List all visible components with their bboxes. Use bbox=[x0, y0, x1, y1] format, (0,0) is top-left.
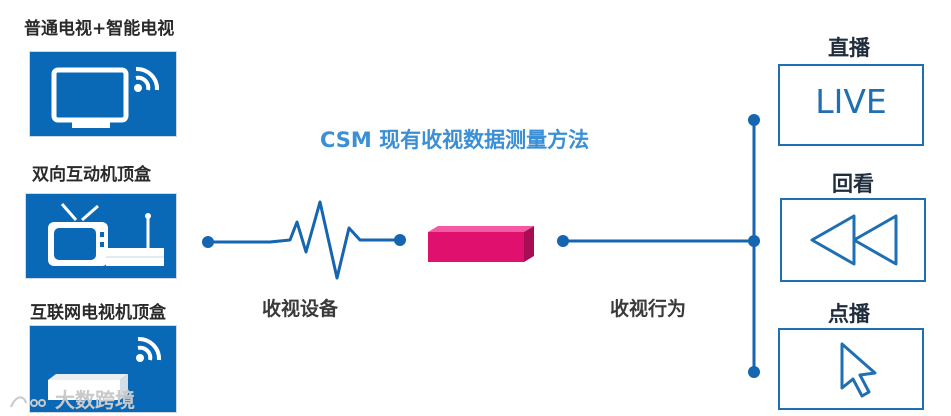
bus-node-top bbox=[748, 114, 760, 126]
behavior-label-vod: 点播 bbox=[828, 302, 870, 326]
bus-node-bottom bbox=[748, 366, 760, 378]
device-label-ott: 互联网电视机顶盒 bbox=[30, 303, 166, 323]
behavior-vod-box bbox=[778, 328, 924, 410]
cursor-icon bbox=[840, 342, 877, 398]
ott-box-wifi-icon bbox=[48, 337, 161, 400]
device-label-tv: 普通电视+智能电视 bbox=[24, 19, 175, 39]
flow-node-start bbox=[202, 236, 214, 248]
watermark: 大数跨境 bbox=[8, 384, 135, 413]
flow-label-behavior: 收视行为 bbox=[610, 298, 687, 320]
live-text: LIVE bbox=[815, 82, 887, 121]
tv-settop-box-icon bbox=[48, 203, 164, 266]
flow-node-wave-end bbox=[394, 234, 406, 246]
device-settop-box bbox=[26, 194, 176, 278]
device-tv-box bbox=[30, 52, 176, 136]
device-ott-box bbox=[30, 326, 176, 412]
flow-node-output bbox=[557, 235, 569, 247]
watermark-text: 大数跨境 bbox=[54, 388, 135, 412]
meter-device-icon bbox=[428, 226, 534, 262]
signal-wave bbox=[208, 200, 400, 280]
behavior-live-box: LIVE bbox=[778, 64, 924, 146]
behavior-label-live: 直播 bbox=[828, 36, 870, 60]
flow-label-device: 收视设备 bbox=[262, 298, 339, 320]
diagram-title: CSM 现有收视数据测量方法 bbox=[320, 128, 590, 152]
rewind-icon bbox=[810, 214, 898, 266]
behavior-label-replay: 回看 bbox=[832, 172, 874, 196]
tv-wifi-icon bbox=[51, 67, 159, 128]
watermark-logo-icon bbox=[10, 396, 46, 407]
device-label-settop: 双向互动机顶盒 bbox=[32, 165, 151, 185]
behavior-replay-box bbox=[780, 198, 926, 282]
bus-node-mid bbox=[748, 235, 760, 247]
